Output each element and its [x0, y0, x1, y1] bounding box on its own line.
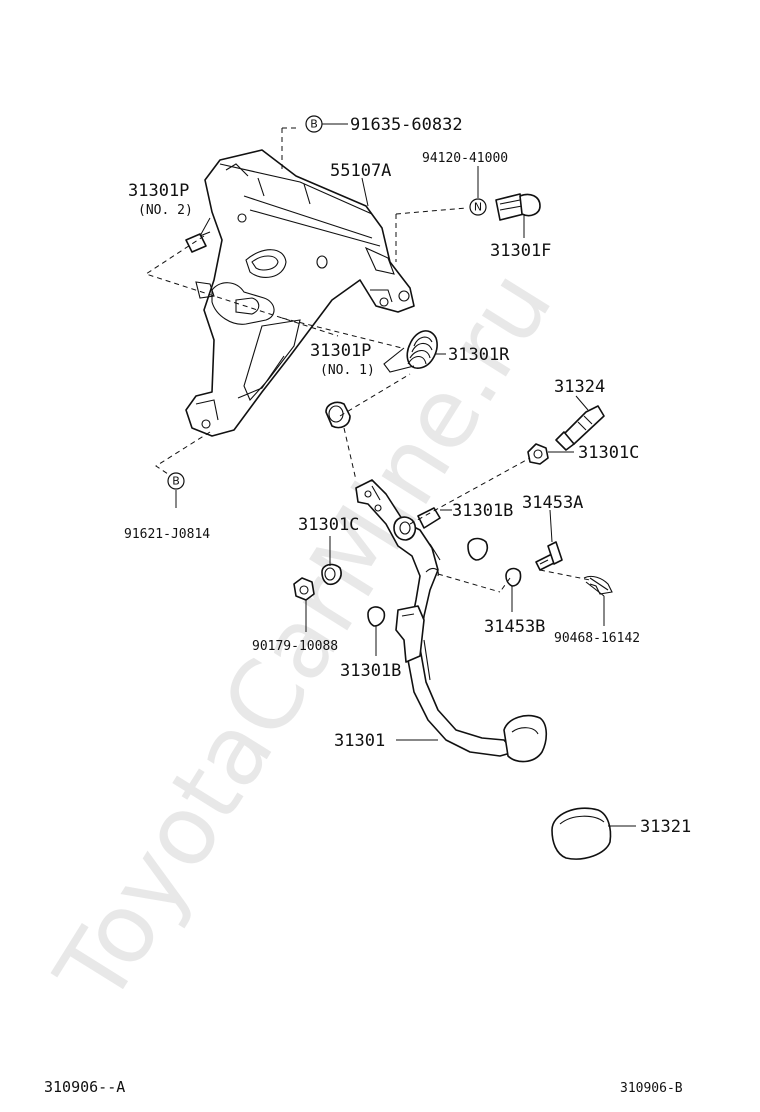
label-31301f: 31301F: [490, 241, 551, 261]
bushing-31301p-no1-drawing: [325, 401, 351, 429]
symbol-b-top: B: [305, 115, 323, 133]
nut-31301c-right-drawing: [527, 443, 549, 465]
label-94120-41000: 94120-41000: [422, 151, 508, 166]
pedal-arm-31301-drawing: [355, 479, 548, 763]
label-31301p-top: 31301P: [128, 181, 189, 201]
bolt-31324-drawing: [555, 405, 605, 451]
label-90179-10088: 90179-10088: [252, 639, 338, 654]
label-31453b: 31453B: [484, 617, 545, 637]
clip-90468-drawing: [583, 575, 613, 597]
stopper-31301b-lower-drawing: [367, 606, 386, 627]
bolt-31301f-drawing: [495, 193, 541, 221]
svg-text:B: B: [172, 475, 180, 488]
nut-90179-drawing: [293, 577, 315, 601]
label-31301b-upper: 31301B: [452, 501, 513, 521]
svg-text:N: N: [474, 201, 482, 214]
label-90468-16142: 90468-16142: [554, 631, 640, 646]
clevis-pin-31453a-drawing: [535, 541, 563, 571]
svg-text:B: B: [310, 118, 318, 131]
label-31301c-left: 31301C: [298, 515, 359, 535]
symbol-n-bolt: N: [469, 198, 487, 216]
bolt-31301p-no2-drawing: [185, 231, 211, 253]
watermark: ToyotaCarMine.ru: [34, 252, 574, 1023]
symbol-b-bottom: B: [167, 472, 185, 490]
label-31301: 31301: [334, 731, 385, 751]
label-31324: 31324: [554, 377, 605, 397]
label-31301p-mid: 31301P: [310, 341, 371, 361]
label-31321: 31321: [640, 817, 691, 837]
label-no2: (NO. 2): [138, 203, 193, 218]
label-91621-j0814: 91621-J0814: [124, 527, 210, 542]
bushing-31453b-drawing: [505, 567, 522, 587]
footer-code-left: 310906--A: [44, 1078, 125, 1096]
pedal-pad-31321-drawing: [551, 807, 612, 860]
label-91635-60832: 91635-60832: [350, 115, 463, 135]
label-55107a: 55107A: [330, 161, 391, 181]
label-31301r: 31301R: [448, 345, 510, 365]
stopper-31301b-upper-drawing: [467, 537, 489, 561]
spring-31301r-drawing: [383, 330, 438, 373]
pedal-bracket-drawing: [185, 149, 415, 437]
label-31301c-right: 31301C: [578, 443, 639, 463]
leader-lines: [175, 123, 636, 827]
footer-code-right: 310906-B: [620, 1081, 683, 1096]
assembly-dashed-lines: [144, 127, 591, 593]
label-31301b-lower: 31301B: [340, 661, 401, 681]
label-no1: (NO. 1): [320, 363, 375, 378]
label-31453a: 31453A: [522, 493, 583, 513]
collar-31301c-left-drawing: [321, 563, 342, 586]
